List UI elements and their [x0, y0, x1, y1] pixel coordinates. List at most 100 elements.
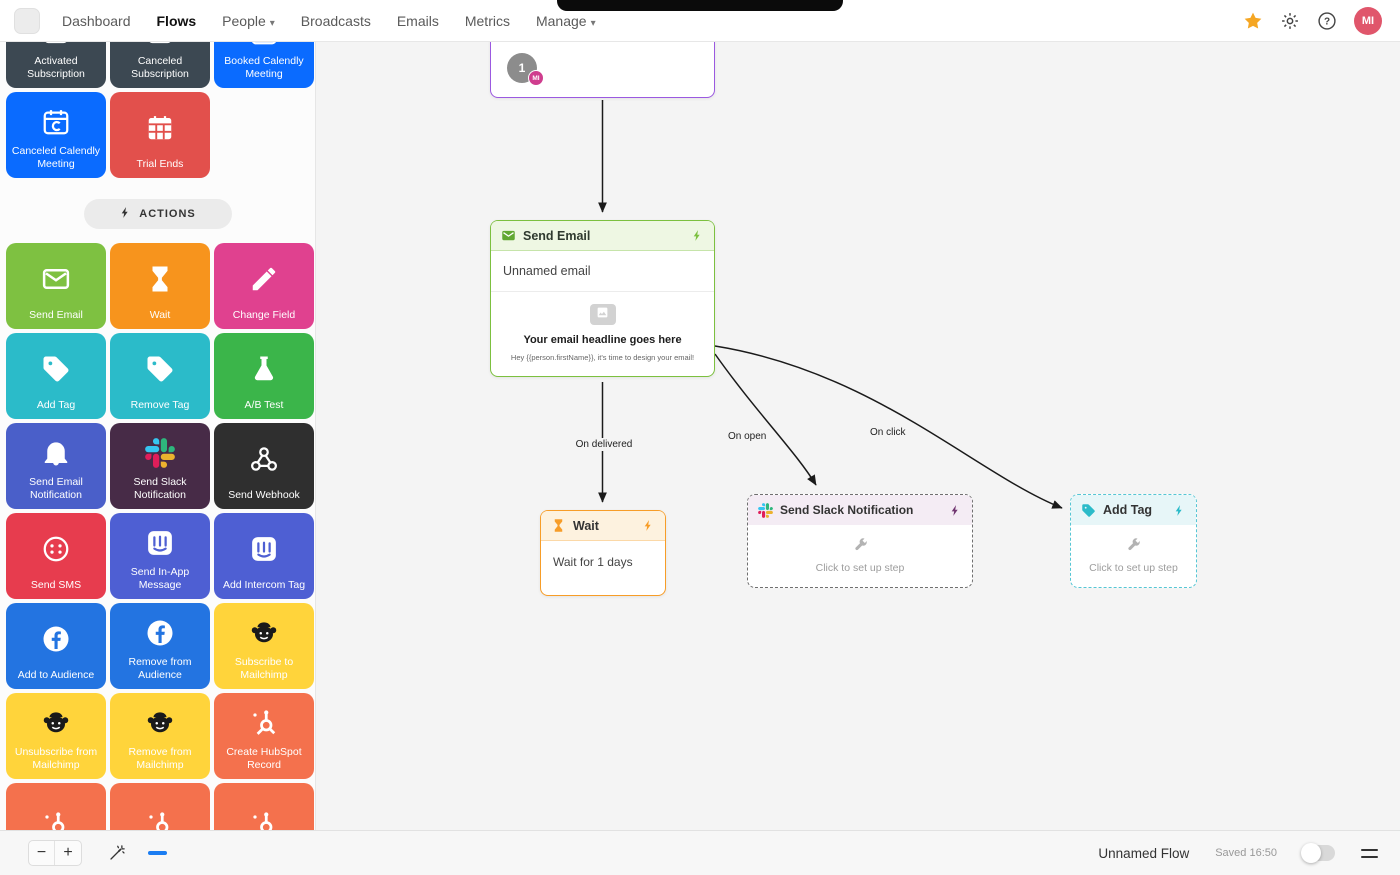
slack-node-header[interactable]: Send Slack Notification: [748, 495, 972, 525]
trigger-node[interactable]: 1 MI: [490, 42, 715, 98]
tile-label: Create HubSpot Record: [226, 746, 302, 771]
tile-label: Add Intercom Tag: [222, 578, 306, 591]
flow-name[interactable]: Unnamed Flow: [1098, 845, 1190, 861]
tile-send-email[interactable]: Send Email: [6, 243, 106, 329]
actions-section-header: ACTIONS: [83, 199, 232, 229]
tile-subscribe-to-mailchimp[interactable]: Subscribe to Mailchimp: [214, 603, 314, 689]
tile-remove-tag[interactable]: Remove Tag: [110, 333, 210, 419]
nav-item-metrics[interactable]: Metrics: [464, 12, 510, 29]
tile-send-slack-notification[interactable]: Send Slack Notification: [110, 423, 210, 509]
setup-text: Click to set up step: [815, 562, 905, 574]
entered-count: 1: [518, 61, 526, 75]
tile-send-webhook[interactable]: Send Webhook: [214, 423, 314, 509]
email-preview[interactable]: Your email headline goes here Hey {{pers…: [491, 292, 714, 376]
send-email-node-header[interactable]: Send Email: [491, 221, 714, 251]
tile-label: Subscribe to Mailchimp: [234, 656, 294, 681]
email-body-text: Hey {{person.firstName}}, it's time to d…: [510, 353, 695, 362]
tile-add-tag[interactable]: Add Tag: [6, 333, 106, 419]
menu-icon[interactable]: [1361, 848, 1378, 858]
tile-unsubscribe-from-mailchimp[interactable]: Unsubscribe from Mailchimp: [6, 693, 106, 779]
tile-hubspot-icon[interactable]: [214, 783, 314, 830]
setup-step-prompt[interactable]: Click to set up step: [748, 525, 972, 587]
nav-item-dashboard[interactable]: Dashboard: [62, 12, 131, 29]
tile-label: Activated Subscription: [27, 55, 85, 80]
flow-canvas[interactable]: On delivered On open On click 1 MI Send …: [316, 42, 1400, 830]
tile-activated-subscription[interactable]: Activated Subscription: [6, 42, 106, 88]
slack-icon: [758, 502, 773, 518]
mailchimp-icon: [41, 693, 71, 746]
email-headline: Your email headline goes here: [523, 334, 682, 346]
tile-create-hubspot-record[interactable]: Create HubSpot Record: [214, 693, 314, 779]
setup-text: Click to set up step: [1089, 562, 1178, 574]
subscription-icon: [145, 42, 175, 55]
tile-a-b-test[interactable]: A/B Test: [214, 333, 314, 419]
wait-duration[interactable]: Wait for 1 days: [553, 555, 633, 569]
node-title: Send Email: [523, 228, 591, 243]
tile-send-sms[interactable]: Send SMS: [6, 513, 106, 599]
svg-text:?: ?: [1324, 16, 1330, 27]
nav-item-broadcasts[interactable]: Broadcasts: [300, 12, 371, 29]
facebook-icon: [145, 603, 175, 656]
nav-item-flows[interactable]: Flows: [156, 12, 197, 29]
tile-label: A/B Test: [244, 398, 284, 411]
inapp-icon: [145, 513, 175, 566]
image-placeholder: [589, 304, 616, 325]
nav-item-manage[interactable]: Manage▾: [535, 12, 596, 29]
toggle-knob[interactable]: [1301, 843, 1321, 863]
zoom-out-button[interactable]: −: [29, 841, 55, 865]
tile-remove-from-audience[interactable]: Remove from Audience: [110, 603, 210, 689]
actions-label: ACTIONS: [139, 208, 196, 220]
tile-add-intercom-tag[interactable]: Add Intercom Tag: [214, 513, 314, 599]
tile-change-field[interactable]: Change Field: [214, 243, 314, 329]
tag-node-header[interactable]: Add Tag: [1071, 495, 1196, 525]
node-title: Send Slack Notification: [780, 503, 914, 517]
magic-wand-icon[interactable]: [108, 844, 126, 862]
tile-canceled-subscription[interactable]: Canceled Subscription: [110, 42, 210, 88]
minimap-toggle[interactable]: [148, 851, 167, 855]
entered-people-count[interactable]: 1 MI: [507, 53, 544, 86]
send-slack-notification-node[interactable]: Send Slack Notification Click to set up …: [747, 494, 973, 588]
star-icon[interactable]: [1243, 11, 1263, 31]
tile-remove-from-mailchimp[interactable]: Remove from Mailchimp: [110, 693, 210, 779]
chevron-down-icon: ▾: [269, 17, 275, 29]
gear-icon[interactable]: [1280, 11, 1300, 31]
tile-hubspot-icon[interactable]: [6, 783, 106, 830]
flow-live-toggle[interactable]: [1301, 843, 1335, 863]
wrench-icon: [1126, 538, 1141, 556]
tile-add-to-audience[interactable]: Add to Audience: [6, 603, 106, 689]
email-name[interactable]: Unnamed email: [491, 251, 714, 292]
tile-label: Send Slack Notification: [133, 476, 187, 501]
tile-label: Remove from Audience: [128, 656, 192, 681]
add-tag-node[interactable]: Add Tag Click to set up step: [1070, 494, 1197, 588]
nav-item-emails[interactable]: Emails: [396, 12, 439, 29]
person-avatar: MI: [528, 70, 544, 86]
tile-label: Canceled Subscription: [131, 55, 189, 80]
slack-icon: [145, 423, 175, 476]
app-logo[interactable]: [14, 7, 40, 34]
tile-send-email-notification[interactable]: Send Email Notification: [6, 423, 106, 509]
tile-canceled-calendly-meeting[interactable]: Canceled Calendly Meeting: [6, 92, 106, 178]
tile-wait[interactable]: Wait: [110, 243, 210, 329]
tile-label: Send Webhook: [228, 488, 300, 501]
tile-trial-ends[interactable]: Trial Ends: [110, 92, 210, 178]
tile-booked-calendly-meeting[interactable]: Booked Calendly Meeting: [214, 42, 314, 88]
trigger-tiles-row-1: Activated Subscription Canceled Subscript…: [0, 42, 315, 88]
tile-hubspot-icon[interactable]: [110, 783, 210, 830]
tile-send-in-app-message[interactable]: Send In-App Message: [110, 513, 210, 599]
tile-label: Send SMS: [30, 578, 82, 591]
user-avatar[interactable]: MI: [1354, 6, 1382, 35]
image-icon: [596, 306, 609, 324]
tile-label: Remove from Mailchimp: [128, 746, 192, 771]
zoom-in-button[interactable]: +: [63, 844, 73, 861]
flow-edges: [598, 100, 1063, 509]
wait-node-header[interactable]: Wait: [541, 511, 665, 541]
nav-item-people[interactable]: People▾: [222, 12, 275, 29]
navbar-actions: ? MI: [1243, 6, 1382, 35]
help-icon[interactable]: ?: [1317, 11, 1337, 31]
footer-right: Unnamed Flow Saved 16:50: [1098, 843, 1378, 863]
wait-node[interactable]: Wait Wait for 1 days: [540, 510, 666, 596]
send-email-node[interactable]: Send Email Unnamed email Your email head…: [490, 220, 715, 377]
setup-step-prompt[interactable]: Click to set up step: [1071, 525, 1196, 587]
tile-label: Change Field: [232, 308, 296, 321]
